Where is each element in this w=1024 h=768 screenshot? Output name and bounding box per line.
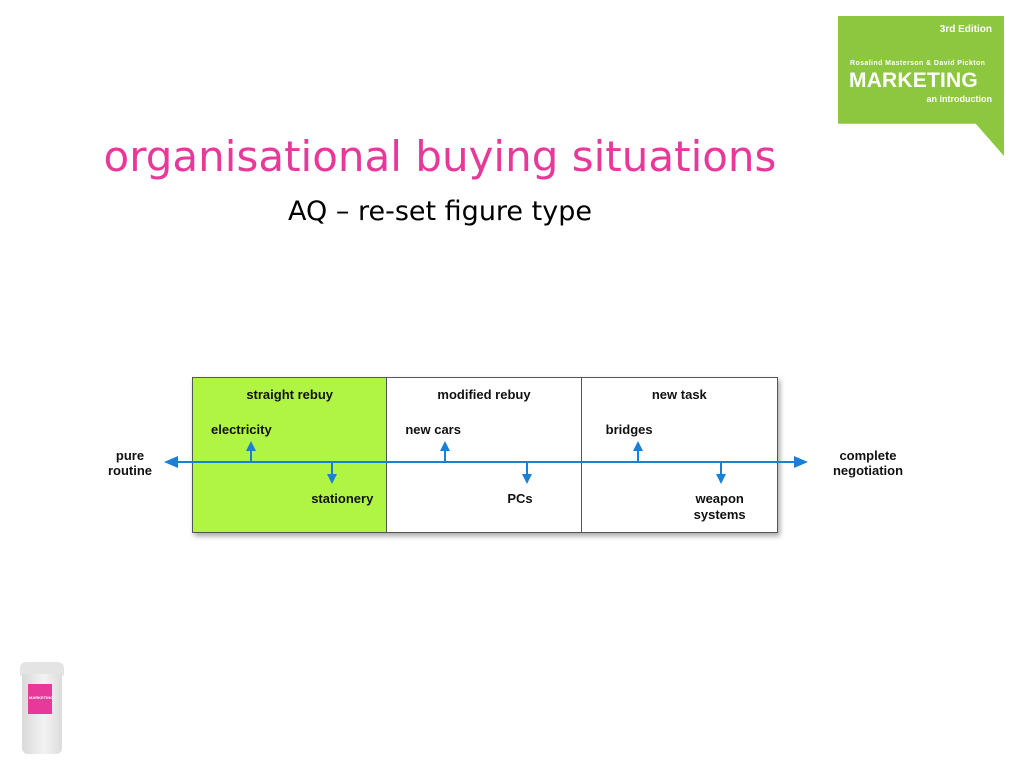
cup-lid [20,662,64,676]
badge-subtitle: an introduction [926,94,993,104]
buying-situations-diagram: straight rebuy electricity stationery mo… [192,377,778,533]
continuum-right-label: complete negotiation [812,448,924,478]
column-new-task: new task bridges weapon systems [582,378,777,532]
column-modified-rebuy: modified rebuy new cars PCs [387,378,582,532]
label-line: complete [839,448,897,463]
arrowhead-right [794,456,808,468]
tick-up-arrowhead [246,441,256,451]
label-line: routine [107,463,153,478]
example-above: bridges [605,422,653,437]
column-header: straight rebuy [246,387,333,402]
badge-edition: 3rd Edition [939,24,992,35]
cup-sleeve: MARKETING [28,684,54,714]
tick-down-arrowhead [716,474,726,484]
tick-up-arrowhead [633,441,643,451]
badge-book-title: MARKETING [849,69,978,92]
slide-title: organisational buying situations [103,132,777,181]
tick-up-arrowhead [440,441,450,451]
arrowhead-left [164,456,178,468]
label-line: pure [115,448,145,463]
example-above: electricity [211,422,272,437]
example-above: new cars [405,422,461,437]
cup-sleeve-text: MARKETING [29,695,54,700]
example-below: PCs [507,491,533,506]
continuum-left-label: pure routine [88,448,172,478]
coffee-cup-image: MARKETING [14,658,78,758]
example-below: weapon systems [693,491,746,522]
tick-down-arrowhead [522,474,532,484]
column-header: new task [651,387,707,402]
slide-subtitle: AQ – re-set figure type [288,196,592,227]
example-below: stationery [311,491,374,506]
column-header: modified rebuy [437,387,531,402]
badge-authors: Rosalind Masterson & David Pickton [850,60,986,67]
label-line: negotiation [832,463,904,478]
tick-down-arrowhead [327,474,337,484]
column-straight-rebuy: straight rebuy electricity stationery [193,378,388,532]
